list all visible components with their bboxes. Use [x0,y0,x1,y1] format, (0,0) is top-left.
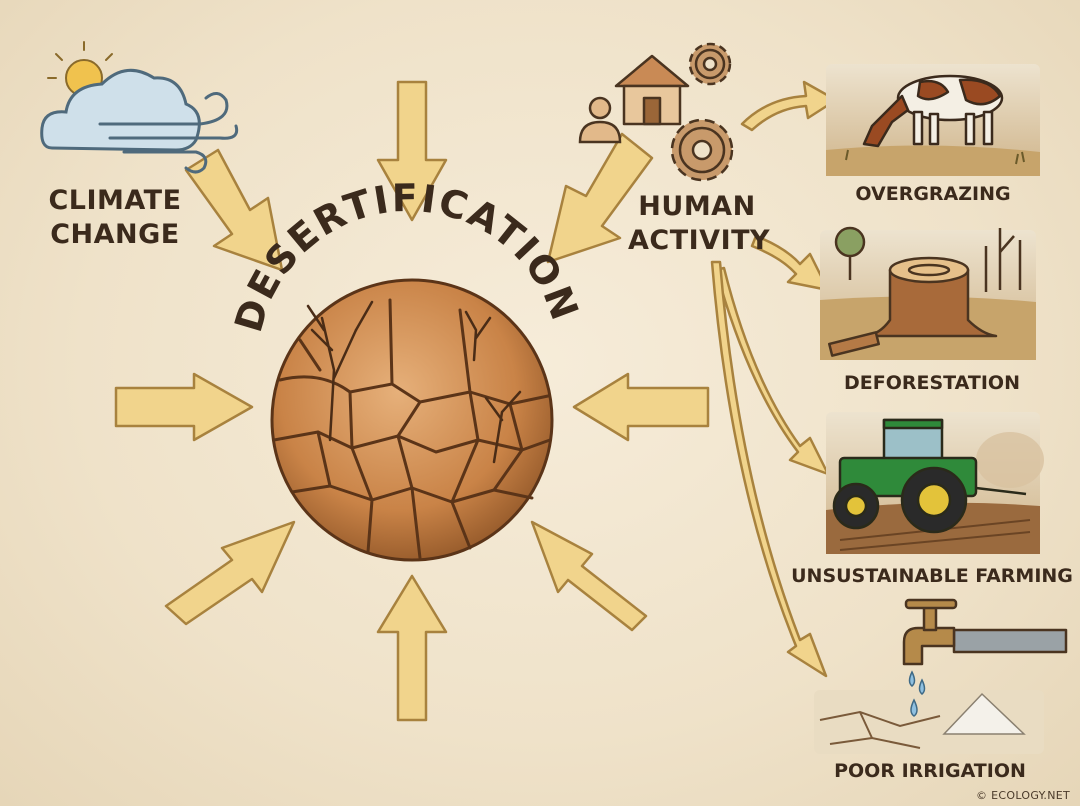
arrow-bottom [376,574,448,722]
effect-arrows [710,80,838,678]
arrow-left [114,372,254,442]
cause-label-human-line1: HUMAN [638,191,756,222]
house-icon [614,54,690,126]
cow-grazing-icon [826,64,1040,176]
cause-label-climate-line1: CLIMATE [48,185,182,216]
copyright-notice: © ECOLOGY.NET [976,789,1070,802]
arrow-top [376,80,448,222]
gear-icon-large [670,118,734,182]
arrow-to-irrigation [710,260,828,678]
cause-label-climate: CLIMATE CHANGE [40,184,190,252]
effect-label-deforestation: DEFORESTATION [844,372,1020,394]
effect-label-irrigation: POOR IRRIGATION [834,760,1026,782]
cause-label-human: HUMAN ACTIVITY [628,190,771,258]
arrow-to-deforestation [750,234,830,292]
dripping-tap-icon [814,598,1068,754]
tree-stump-icon [820,226,1036,360]
arrow-from-human [546,132,654,264]
arrow-bottom-right [530,520,648,632]
effect-label-overgrazing: OVERGRAZING [855,183,1010,205]
arrow-to-overgrazing [740,80,838,132]
arrow-from-climate [184,148,284,272]
effect-label-farming: UNSUSTAINABLE FARMING [791,565,1073,587]
cause-label-climate-line2: CHANGE [50,219,180,250]
inward-arrows [114,80,710,722]
dead-branch-icon [306,300,522,464]
gear-icon [688,42,732,86]
arrow-bottom-left [164,520,296,626]
person-icon [578,96,622,144]
cloud-sun-wind-icon [40,41,239,174]
tractor-icon [826,412,1044,554]
arrow-right [572,372,710,442]
cause-label-human-line2: ACTIVITY [628,225,771,256]
cracked-earth-globe [270,278,554,562]
